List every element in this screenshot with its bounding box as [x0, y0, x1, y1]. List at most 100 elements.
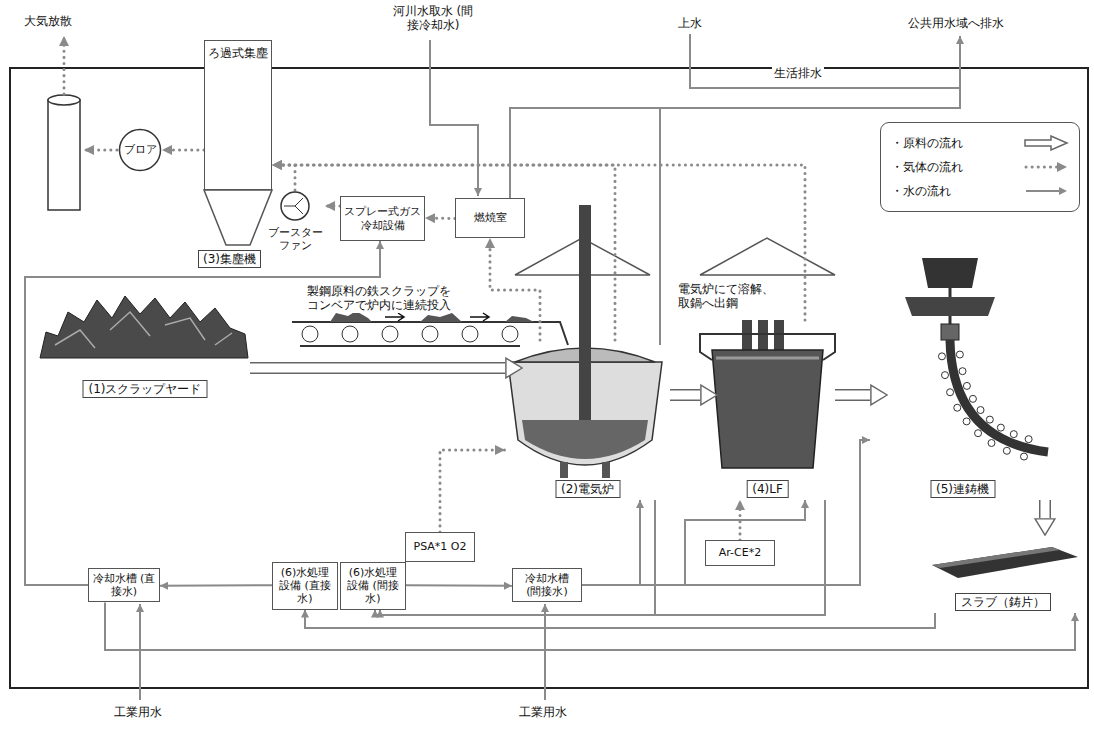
node-text: スプレー式ガス冷却設備 [344, 205, 421, 231]
continuous-caster [949, 288, 952, 297]
ladle-furnace [700, 320, 835, 468]
connectors [25, 150, 1075, 650]
legend-sample [1026, 166, 1057, 169]
node-text: ブースターファン [265, 226, 325, 252]
conveyor [342, 326, 358, 342]
material-flow-arrow [250, 368, 505, 369]
legend-box: ・原料の流れ・気体の流れ・水の流れ [880, 122, 1080, 212]
water-flow-arrow [582, 500, 805, 585]
legend-sample [1023, 135, 1069, 151]
caster-roller [977, 407, 984, 414]
exhaust-hood [515, 238, 835, 275]
material-flow-arrow [835, 389, 870, 401]
water-flow-arrow [305, 610, 935, 628]
scrap-yard: (1)スクラップヤード [40, 285, 250, 400]
cooling-tank-box: 冷却水槽 (直接水) [88, 568, 160, 602]
part-label: スラブ（鋳片） [955, 593, 1051, 611]
caster-roller [1010, 431, 1017, 438]
water-flow-arrow [582, 440, 870, 585]
material-flow-arrow [1045, 500, 1046, 518]
slab [932, 547, 1078, 578]
cooling-tank-box: 冷却水槽 (間接水) [512, 568, 582, 602]
gas-flow-arrow [325, 205, 340, 208]
gas-cooler-box: スプレー式ガス冷却設備 [340, 196, 425, 241]
conveyor [422, 326, 438, 342]
node-text: (6)水処理設備 (直接水) [276, 566, 334, 606]
legend-sample [1023, 159, 1069, 175]
water-line [430, 40, 478, 196]
electric-arc-furnace [579, 330, 591, 420]
node-text: 燃焼室 [474, 211, 507, 224]
gas-flow-arrow [272, 165, 295, 190]
part-label: (5)連鋳機 [930, 480, 995, 498]
intake-label: 河川水取水 (間接冷却水) [388, 4, 478, 33]
electric-arc-furnace [508, 205, 662, 478]
part-label: (1)スクラップヤード [83, 380, 208, 398]
gas-line [64, 36, 117, 150]
caster-roller [1003, 447, 1010, 454]
ladle-furnace [700, 334, 835, 360]
caster-roller [938, 353, 945, 360]
continuous-caster [938, 351, 1032, 460]
water-flow-arrow [582, 440, 870, 585]
stack [48, 95, 80, 210]
gas-flow-arrow [325, 206, 340, 207]
legend-sample [1023, 183, 1069, 199]
material-flow-arrow [250, 364, 505, 373]
water-treatment-box: (6)水処理設備 (間接水) [340, 562, 406, 610]
gas-flow-arrow [162, 150, 204, 151]
caster-roller [975, 430, 982, 437]
continuous-caster [905, 258, 1048, 460]
caster-roller [1020, 453, 1027, 460]
node-text: ブロア [124, 143, 157, 156]
node-text: 冷却水槽 (間接水) [516, 572, 578, 598]
gas-flow-arrow [490, 238, 540, 340]
conveyor [385, 313, 489, 321]
water-flow-arrow [582, 500, 805, 585]
caster-roller [986, 416, 993, 423]
caster-roller [959, 368, 966, 375]
gas-flow-arrow [272, 165, 805, 320]
gas-flow-arrow [272, 165, 805, 320]
water-flow-arrow [582, 500, 640, 585]
gas-flow-arrow [272, 165, 295, 190]
part-label: (2)電気炉 [555, 480, 620, 498]
caster-roller [941, 372, 948, 379]
node-text: ろ過式集塵 [208, 46, 268, 60]
exhaust-hood [700, 238, 835, 275]
callout-label: (3)集塵機 [198, 250, 261, 268]
oxygen-supply-box: PSA*1 O2 [405, 532, 475, 562]
water-flow-arrow [305, 610, 935, 628]
discharge-label: 公共用水域へ排水 [906, 16, 1006, 30]
gas-line [84, 149, 117, 152]
continuous-caster [941, 324, 959, 340]
slab: スラブ（鋳片） [920, 535, 1085, 613]
legend-text: ・水の流れ [891, 184, 951, 198]
caster-roller [997, 424, 1004, 431]
conveyor [382, 326, 398, 342]
ladle-furnace: (4)LF [700, 320, 835, 500]
electric-arc-furnace [602, 462, 610, 478]
water-flow-arrow [105, 602, 1075, 650]
water-flow-arrow [582, 500, 640, 585]
continuous-caster [905, 297, 995, 316]
caster-roller [956, 351, 963, 358]
material-flow-arrow [670, 395, 700, 396]
electric-arc-furnace [560, 462, 568, 478]
conveyor [292, 311, 568, 346]
electric-furnace: (2)電気炉 [505, 340, 670, 500]
caster-roller [963, 418, 970, 425]
gas-line [63, 36, 66, 94]
plant-boundary [10, 68, 1088, 688]
water-line [140, 34, 960, 700]
scrap-pile [40, 296, 248, 358]
scrap-pile [55, 312, 232, 348]
blower: ブロア [118, 128, 162, 172]
continuous-caster [922, 258, 978, 288]
conveyor [302, 326, 318, 342]
gas-flow-arrow [425, 218, 455, 220]
gas-flow-arrow [440, 450, 505, 532]
water-flow-arrow [380, 500, 825, 615]
